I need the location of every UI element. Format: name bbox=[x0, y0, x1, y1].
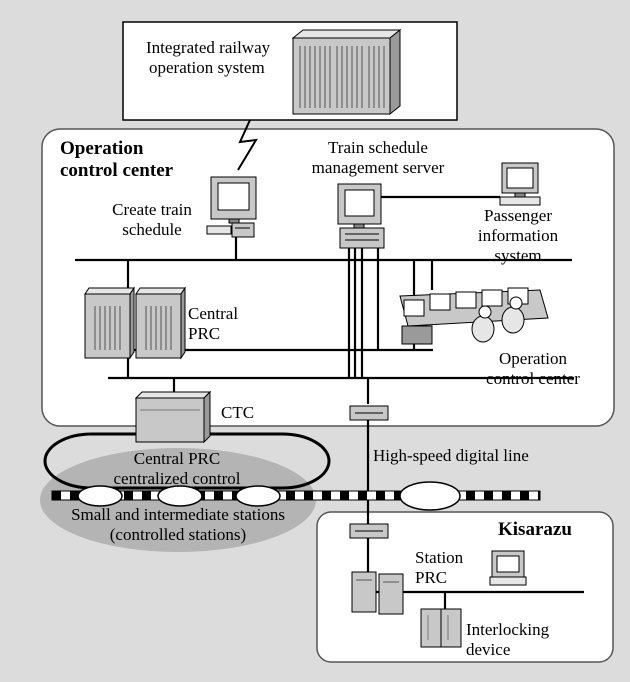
tsm-server bbox=[337, 183, 385, 249]
occ-console-label-line1: Operation bbox=[499, 349, 567, 368]
tsm-server-label: Train schedule management server bbox=[303, 138, 453, 178]
interlocking-label-line2: device bbox=[466, 640, 511, 659]
zigzag-link bbox=[237, 119, 258, 171]
central-prc-label-line1: Central bbox=[188, 304, 239, 323]
kisarazu-title: Kisarazu bbox=[498, 519, 572, 540]
station-prc-racks bbox=[351, 571, 404, 615]
central-control-label-line1: Central PRC bbox=[133, 449, 221, 468]
occ-console-label-line2: control center bbox=[486, 369, 580, 388]
integrated-system-label-line2: operation system bbox=[149, 58, 265, 77]
central-prc-racks bbox=[84, 286, 186, 360]
passenger-info-label-line3: system bbox=[494, 246, 542, 265]
interlocking-label-line1: Interlocking bbox=[466, 620, 550, 639]
modem-kisarazu bbox=[349, 523, 389, 539]
create-schedule-label: Create train schedule bbox=[97, 200, 207, 240]
small-stations-label-line1: Small and intermediate stations bbox=[71, 505, 285, 524]
central-prc-label: Central PRC bbox=[188, 304, 238, 344]
interlocking-label: Interlocking device bbox=[466, 620, 549, 660]
integrated-system-label-line1: Integrated railway bbox=[146, 38, 271, 57]
modem-occ bbox=[349, 405, 389, 421]
kisarazu-computer bbox=[489, 550, 527, 586]
integrated-system-panel bbox=[122, 21, 458, 121]
ctc-label: CTC bbox=[221, 403, 255, 422]
passenger-info-label: Passenger information system bbox=[468, 206, 568, 266]
integrated-system-rack bbox=[291, 28, 402, 116]
hs-line-label: High-speed digital line bbox=[373, 446, 529, 465]
occ-console-label: Operation control center bbox=[462, 349, 604, 389]
central-prc-label-line2: PRC bbox=[188, 324, 221, 343]
create-schedule-label-line1: Create train bbox=[112, 200, 192, 219]
central-control-label: Central PRC centralized control bbox=[92, 449, 262, 489]
station-prc-label-line1: Station bbox=[415, 548, 464, 567]
kisarazu-panel bbox=[316, 511, 614, 663]
small-stations-label-line2: (controlled stations) bbox=[109, 525, 247, 544]
small-stations-label: Small and intermediate stations (control… bbox=[28, 505, 328, 545]
integrated-system-label: Integrated railway operation system bbox=[146, 38, 270, 78]
tsm-server-label-line2: management server bbox=[311, 158, 445, 177]
passenger-info-computer bbox=[499, 162, 541, 206]
operation-console bbox=[399, 287, 549, 345]
occ-title-line2: control center bbox=[60, 160, 174, 181]
passenger-info-label-line1: Passenger bbox=[484, 206, 552, 225]
interlocking-device bbox=[420, 608, 462, 648]
occ-title-line1: Operation bbox=[60, 138, 144, 159]
create-schedule-computer bbox=[206, 176, 257, 238]
occ-title: Operation control center bbox=[60, 138, 173, 182]
create-schedule-label-line2: schedule bbox=[122, 220, 182, 239]
station-prc-label: Station PRC bbox=[415, 548, 463, 588]
railway-track bbox=[51, 481, 541, 511]
central-control-label-line2: centralized control bbox=[113, 469, 241, 488]
station-prc-label-line2: PRC bbox=[415, 568, 448, 587]
tsm-server-label-line1: Train schedule bbox=[328, 138, 428, 157]
ctc-cabinet bbox=[134, 390, 212, 444]
passenger-info-label-line2: information bbox=[477, 226, 559, 245]
